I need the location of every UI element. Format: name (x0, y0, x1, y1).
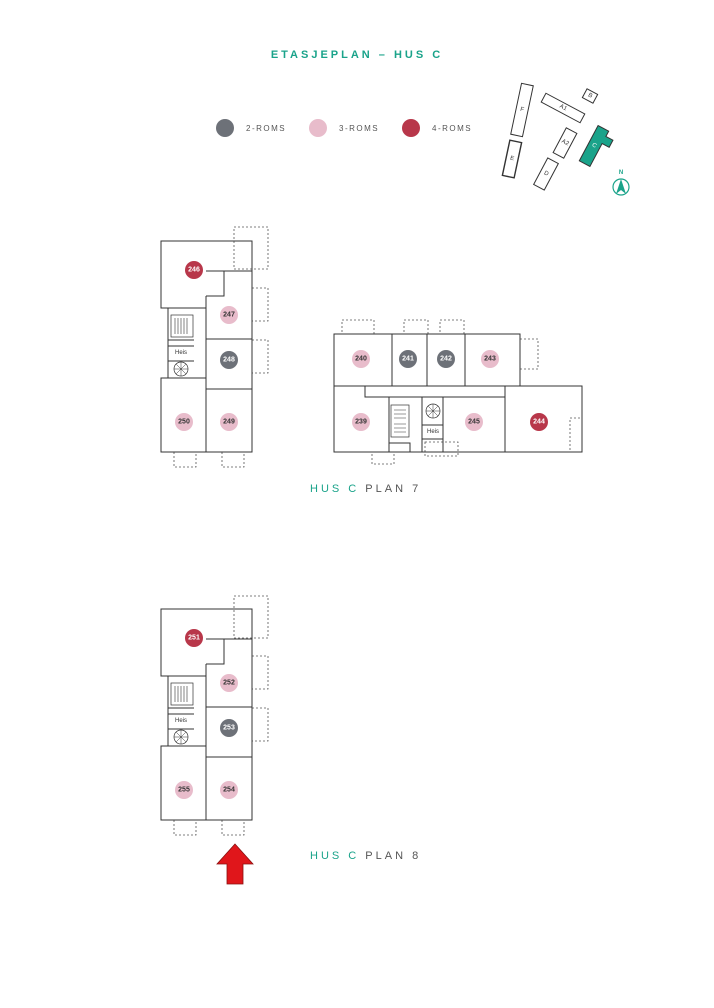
plan7-caption-accent: HUS C (310, 483, 360, 495)
unit-239[interactable]: 239 (352, 413, 370, 431)
balcony (569, 417, 583, 453)
building-c: C (578, 124, 614, 168)
unit-number: 251 (188, 635, 200, 642)
building-label: E (509, 156, 514, 163)
balcony (251, 707, 269, 742)
unit-number: 247 (223, 312, 235, 319)
plan8-caption-rest: PLAN 8 (365, 850, 422, 862)
unit-240[interactable]: 240 (352, 350, 370, 368)
legend-3-roms: 3-ROMS (309, 119, 379, 137)
unit-number: 249 (223, 419, 235, 426)
unit-number: 246 (188, 267, 200, 274)
unit-242[interactable]: 242 (437, 350, 455, 368)
unit-number: 240 (355, 356, 367, 363)
plan8-caption-accent: HUS C (310, 850, 360, 862)
balcony (221, 451, 245, 468)
unit-244[interactable]: 244 (530, 413, 548, 431)
building-label: A1 (558, 104, 568, 113)
building-a1: A1 (540, 92, 586, 124)
site-map: F A1 B E A2 C D N (501, 82, 630, 196)
building-label: F (520, 107, 525, 114)
balcony (519, 338, 539, 370)
balcony (173, 819, 197, 836)
legend-label: 3-ROMS (339, 123, 380, 133)
balcony (233, 595, 269, 639)
spiral-stairs-icon (425, 403, 441, 419)
balcony (251, 655, 269, 690)
building-f: F (510, 82, 534, 138)
plan7-tower: Heis 246 247 248 250 249 (160, 226, 269, 468)
balcony (341, 319, 375, 335)
compass-icon: N (612, 170, 630, 196)
unit-247[interactable]: 247 (220, 306, 238, 324)
unit-number: 254 (223, 787, 235, 794)
compass-label: N (619, 170, 623, 176)
unit-252[interactable]: 252 (220, 674, 238, 692)
unit-number: 245 (468, 419, 480, 426)
legend-4-roms: 4-ROMS (402, 119, 472, 137)
balcony (424, 441, 459, 457)
unit-number: 241 (402, 356, 414, 363)
balcony (251, 339, 269, 374)
entrance-arrow-icon (216, 843, 254, 885)
stairs-icon (170, 314, 194, 338)
unit-250[interactable]: 250 (175, 413, 193, 431)
building-label: C (591, 142, 598, 150)
building-e: E (501, 139, 523, 179)
page-title: ETASJEPLAN – HUS C (270, 49, 444, 61)
elevator-label: Heis (175, 718, 187, 724)
balcony (233, 226, 269, 270)
unit-number: 253 (223, 725, 235, 732)
balcony (403, 319, 429, 335)
balcony (251, 287, 269, 322)
unit-243[interactable]: 243 (481, 350, 499, 368)
building-label: A2 (560, 139, 570, 148)
balcony (439, 319, 465, 335)
balcony (221, 819, 245, 836)
building-d: D (532, 157, 560, 191)
unit-number: 243 (484, 356, 496, 363)
stairs-icon (170, 682, 194, 706)
unit-248[interactable]: 248 (220, 351, 238, 369)
unit-245[interactable]: 245 (465, 413, 483, 431)
unit-254[interactable]: 254 (220, 781, 238, 799)
plan7-caption-rest: PLAN 7 (365, 483, 422, 495)
unit-number: 248 (223, 357, 235, 364)
balcony (371, 451, 395, 465)
unit-number: 242 (440, 356, 452, 363)
unit-253[interactable]: 253 (220, 719, 238, 737)
spiral-stairs-icon (173, 361, 189, 377)
building-b: B (581, 88, 599, 104)
elevator-label: Heis (427, 429, 439, 435)
unit-number: 244 (533, 419, 545, 426)
legend-label: 2-ROMS (246, 123, 287, 133)
unit-number: 252 (223, 680, 235, 687)
unit-255[interactable]: 255 (175, 781, 193, 799)
unit-241[interactable]: 241 (399, 350, 417, 368)
unit-number: 239 (355, 419, 367, 426)
unit-246[interactable]: 246 (185, 261, 203, 279)
balcony (173, 451, 197, 468)
legend-dot-2-roms (216, 119, 234, 137)
building-a2: A2 (552, 127, 578, 159)
plan8-tower: Heis 251 252 253 255 254 (160, 595, 269, 836)
stairs-icon (390, 404, 410, 438)
legend-dot-3-roms (309, 119, 327, 137)
spiral-stairs-icon (173, 729, 189, 745)
plan8-caption: HUS C PLAN 8 (310, 850, 421, 862)
unit-249[interactable]: 249 (220, 413, 238, 431)
plan7-caption: HUS C PLAN 7 (310, 483, 421, 495)
legend-dot-4-roms (402, 119, 420, 137)
legend-label: 4-ROMS (432, 123, 473, 133)
building-label: D (543, 170, 550, 178)
elevator-label: Heis (175, 350, 187, 356)
legend-2-roms: 2-ROMS (216, 119, 286, 137)
unit-number: 250 (178, 419, 190, 426)
plan7-wing: Heis 240 241 242 243 239 245 244 (333, 319, 583, 465)
unit-number: 255 (178, 787, 190, 794)
unit-251[interactable]: 251 (185, 629, 203, 647)
building-label: B (587, 92, 593, 99)
